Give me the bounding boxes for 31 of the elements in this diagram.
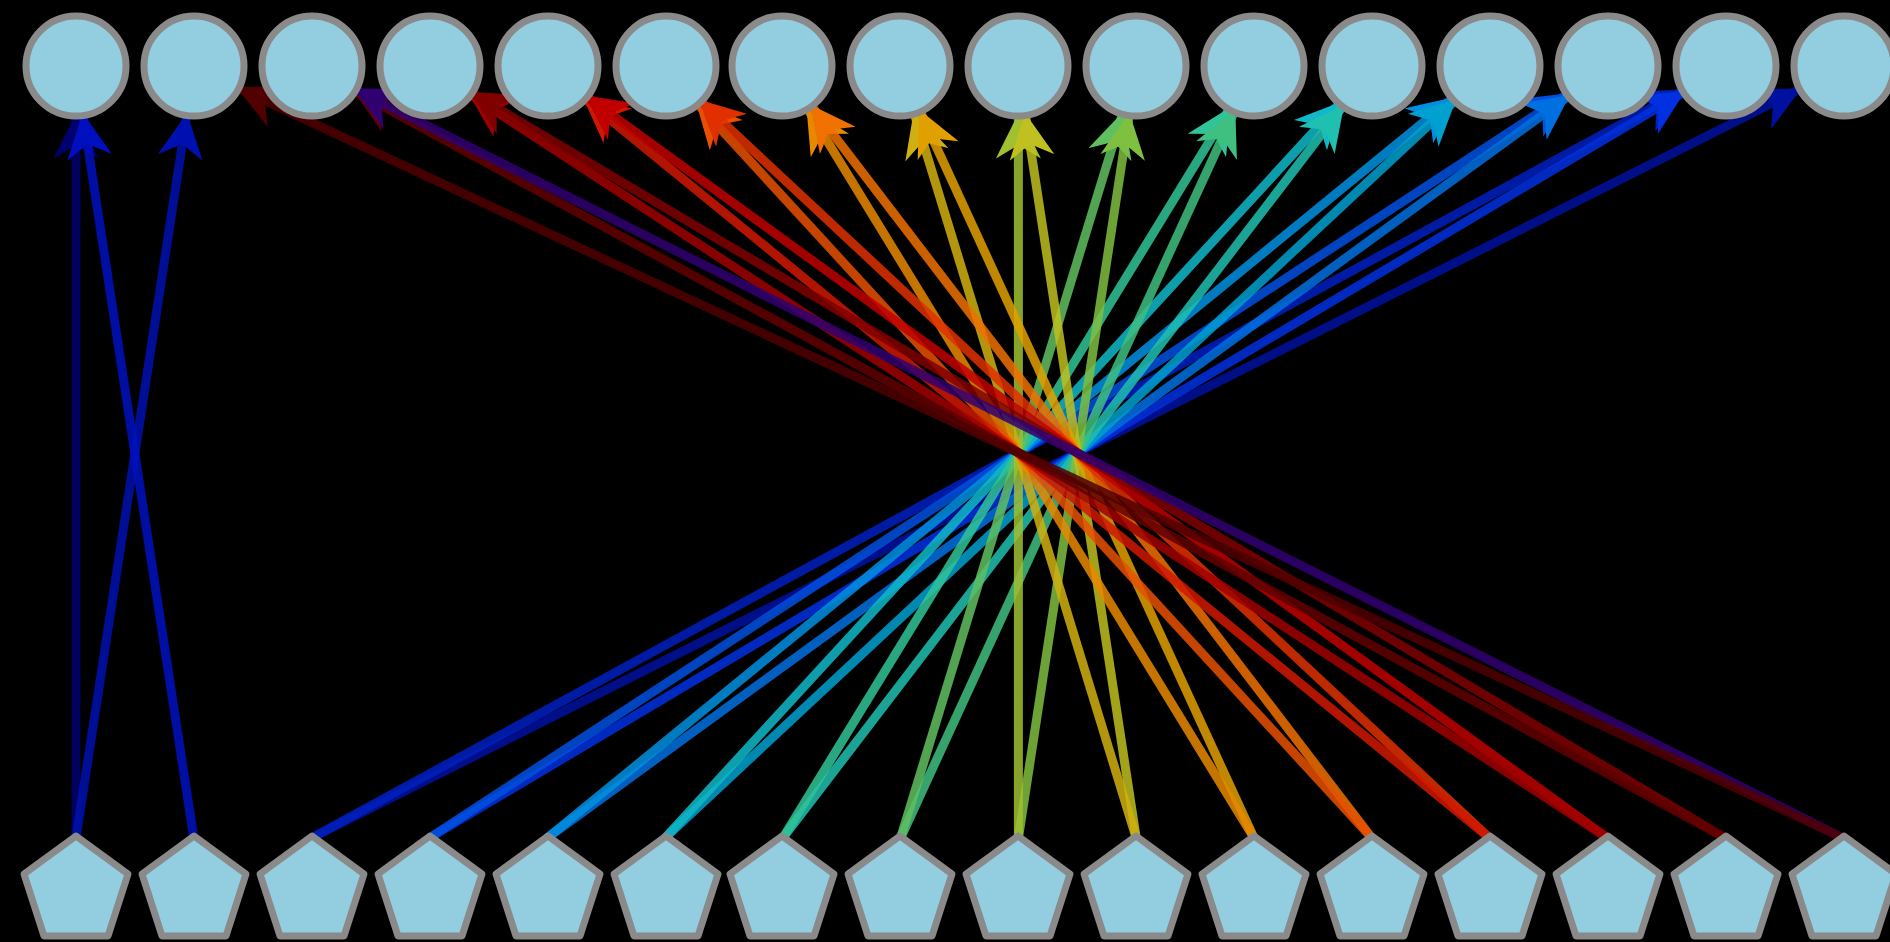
pentagon-node (726, 832, 839, 940)
pentagon-node (962, 832, 1075, 940)
circle-node (964, 12, 1073, 120)
circle-node (22, 12, 130, 120)
circle-node (375, 12, 484, 120)
pentagon-node (844, 832, 957, 940)
pentagon-node (1198, 832, 1310, 940)
pentagon-node (491, 832, 604, 940)
circle-node (1317, 12, 1426, 120)
circle-node (1435, 12, 1544, 120)
circle-node (1553, 12, 1662, 120)
pentagon-node (255, 832, 368, 940)
pentagon-node (1787, 832, 1890, 940)
circle-node (728, 12, 837, 120)
pentagon-node (1551, 832, 1664, 940)
pentagon-node (20, 832, 132, 940)
pentagon-node (137, 832, 250, 940)
circle-node (1671, 12, 1780, 120)
circle-node (139, 12, 248, 120)
circle-node (493, 12, 602, 120)
circle-node (846, 12, 955, 120)
pentagon-node (609, 832, 721, 940)
circle-node (1200, 12, 1308, 120)
circle-node (257, 12, 366, 120)
pentagon-node (1080, 832, 1193, 940)
pentagon-node (1669, 832, 1782, 940)
pentagon-node (373, 832, 486, 940)
circle-node (1082, 12, 1191, 120)
pentagon-node (1433, 832, 1546, 940)
circle-node (611, 12, 719, 120)
pentagon-node (1315, 832, 1428, 940)
